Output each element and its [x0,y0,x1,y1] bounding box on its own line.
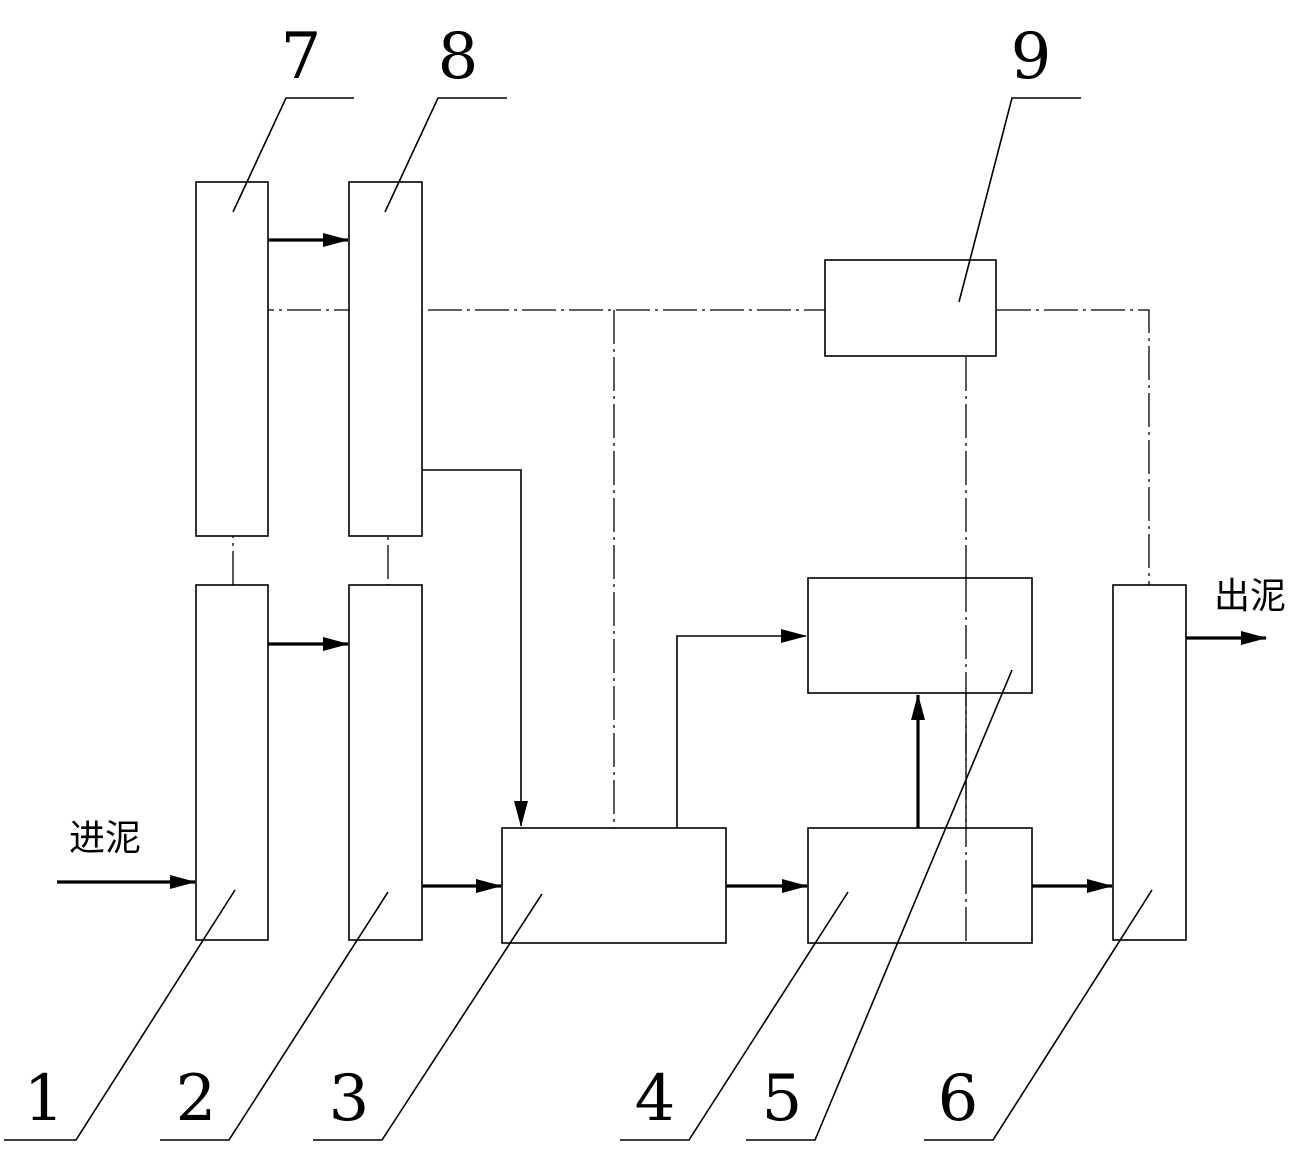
callout-1: 1 [24,1062,65,1136]
leader-6 [924,889,1153,1141]
unit-7 [195,181,269,537]
leader-1 [4,889,236,1141]
leader-9 [958,97,1081,303]
arrow-3-to-5 [676,629,807,828]
control-bus-left [232,309,825,585]
unit-9 [824,259,997,357]
unit-8 [348,181,423,537]
leader-5 [746,669,1013,1141]
arrow-8-to-3 [422,469,528,827]
unit-1 [195,584,269,941]
callout-4: 4 [635,1062,676,1136]
unit-5 [807,577,1033,694]
leader-4 [620,891,849,1141]
outlet-label: 出泥 [1214,576,1286,617]
callout-leaders [4,97,1153,1141]
callout-6: 6 [938,1062,979,1136]
leader-8 [384,97,507,213]
unit-6 [1112,584,1187,941]
leader-2 [160,891,389,1141]
control-bus-right [997,309,1150,585]
leader-3 [313,893,543,1141]
callout-2: 2 [176,1062,217,1136]
callout-8: 8 [438,20,479,94]
callout-3: 3 [329,1062,370,1136]
callout-7: 7 [281,20,322,94]
callout-numbers: 7 8 9 1 2 3 4 5 6 [24,20,1052,1136]
unit-4 [807,827,1033,944]
unit-3 [501,827,727,944]
unit-2 [348,584,423,941]
flow-arrows [57,233,1267,893]
leader-7 [232,97,354,213]
inlet-label: 进泥 [69,818,141,859]
units [195,181,1187,944]
callout-9: 9 [1011,20,1052,94]
callout-5: 5 [762,1062,803,1136]
